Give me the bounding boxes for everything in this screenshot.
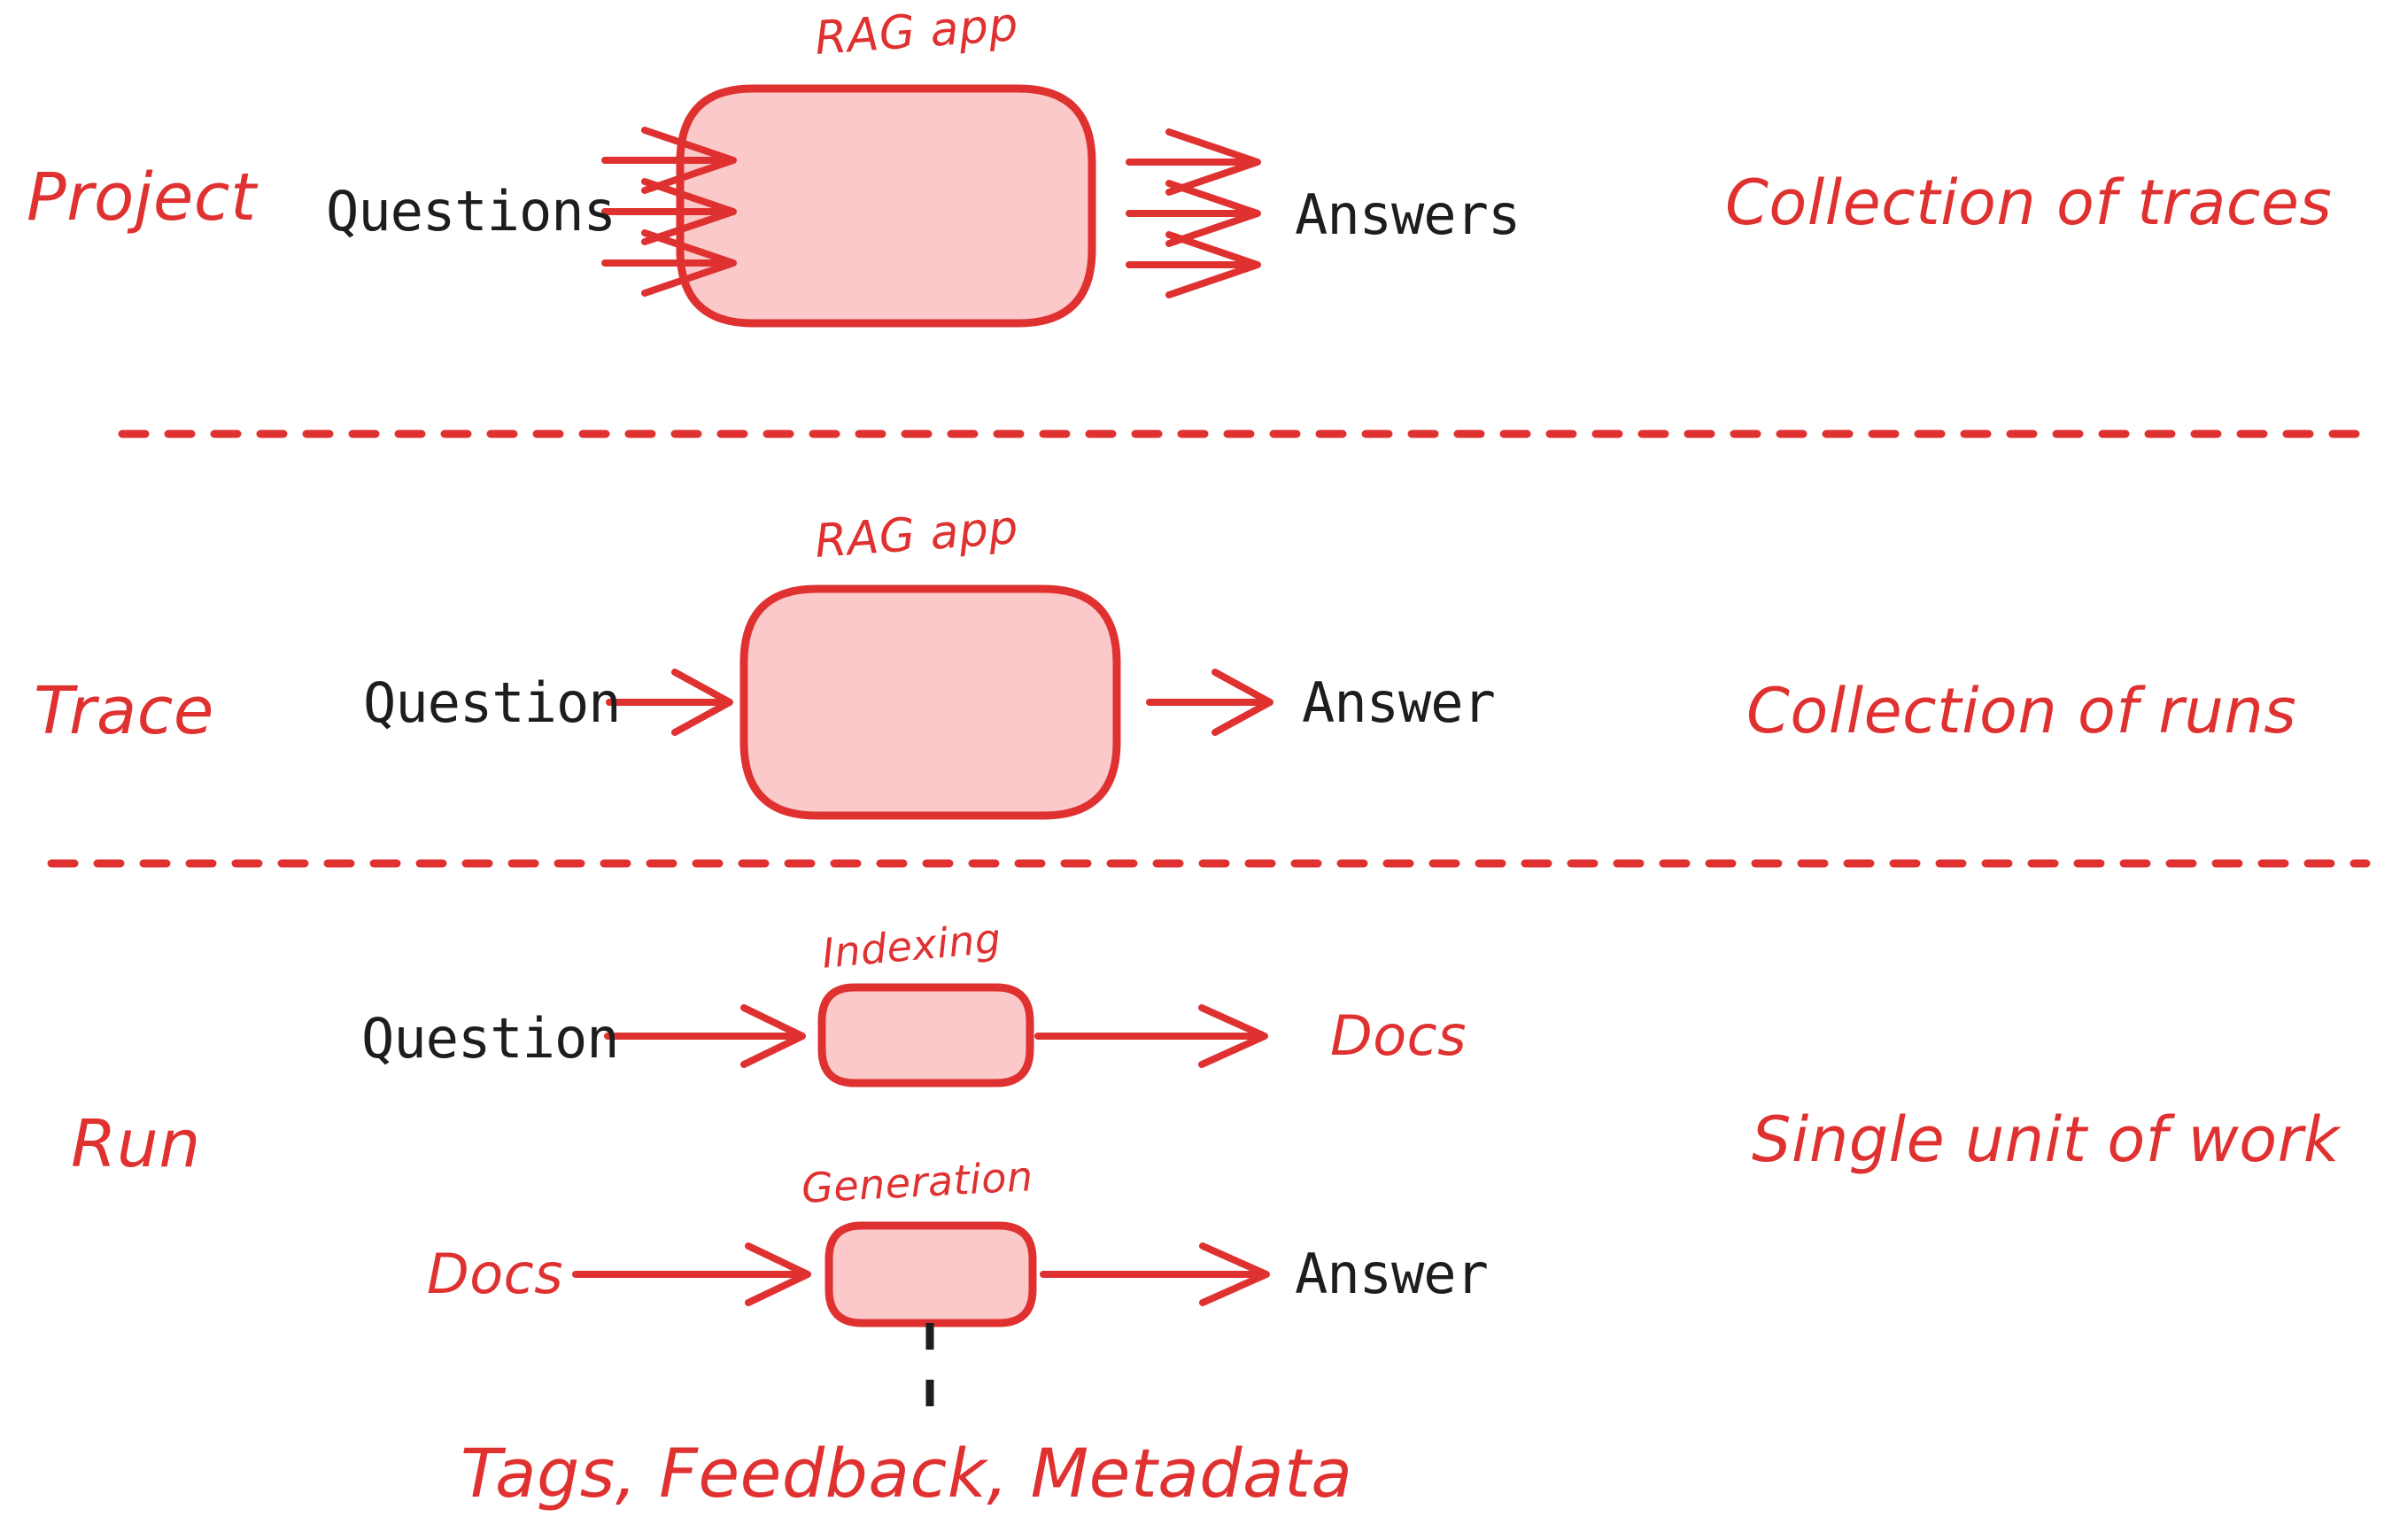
indexing-output-arrow: [1034, 1004, 1268, 1068]
project-output-arrows: [1126, 128, 1261, 298]
project-box-title: RAG app: [813, 0, 1020, 66]
generation-input-arrow: [572, 1242, 811, 1306]
generation-output-label: Answer: [1295, 1242, 1489, 1306]
generation-output-arrow: [1040, 1242, 1270, 1306]
section-description-trace: Collection of runs: [1746, 675, 2297, 747]
project-input-arrows: [601, 127, 737, 297]
trace-output-label: Answer: [1302, 670, 1496, 735]
project-box: [676, 84, 1096, 328]
indexing-input-label: Question: [361, 1006, 620, 1071]
trace-box: [739, 584, 1121, 820]
indexing-output-label: Docs: [1330, 1003, 1467, 1068]
section-label-trace: Trace: [34, 673, 214, 749]
generation-input-label: Docs: [427, 1242, 564, 1306]
section-label-run: Run: [71, 1106, 201, 1182]
generation-box-title: Generation: [800, 1152, 1034, 1212]
indexing-input-arrow: [604, 1004, 806, 1068]
indexing-box: [817, 983, 1034, 1087]
section-description-run: Single unit of work: [1752, 1103, 2340, 1176]
run-metadata-annotation: Tags, Feedback, Metadata: [461, 1434, 1353, 1513]
trace-input-arrow: [606, 669, 733, 736]
trace-output-arrow: [1146, 669, 1273, 736]
project-output-label: Answers: [1295, 182, 1521, 247]
section-label-project: Project: [27, 159, 257, 236]
trace-input-label: Question: [363, 670, 622, 735]
trace-box-title: RAG app: [813, 501, 1020, 569]
project-input-label: Questions: [326, 179, 616, 244]
section-description-project: Collection of traces: [1725, 166, 2333, 239]
generation-box: [824, 1221, 1037, 1327]
